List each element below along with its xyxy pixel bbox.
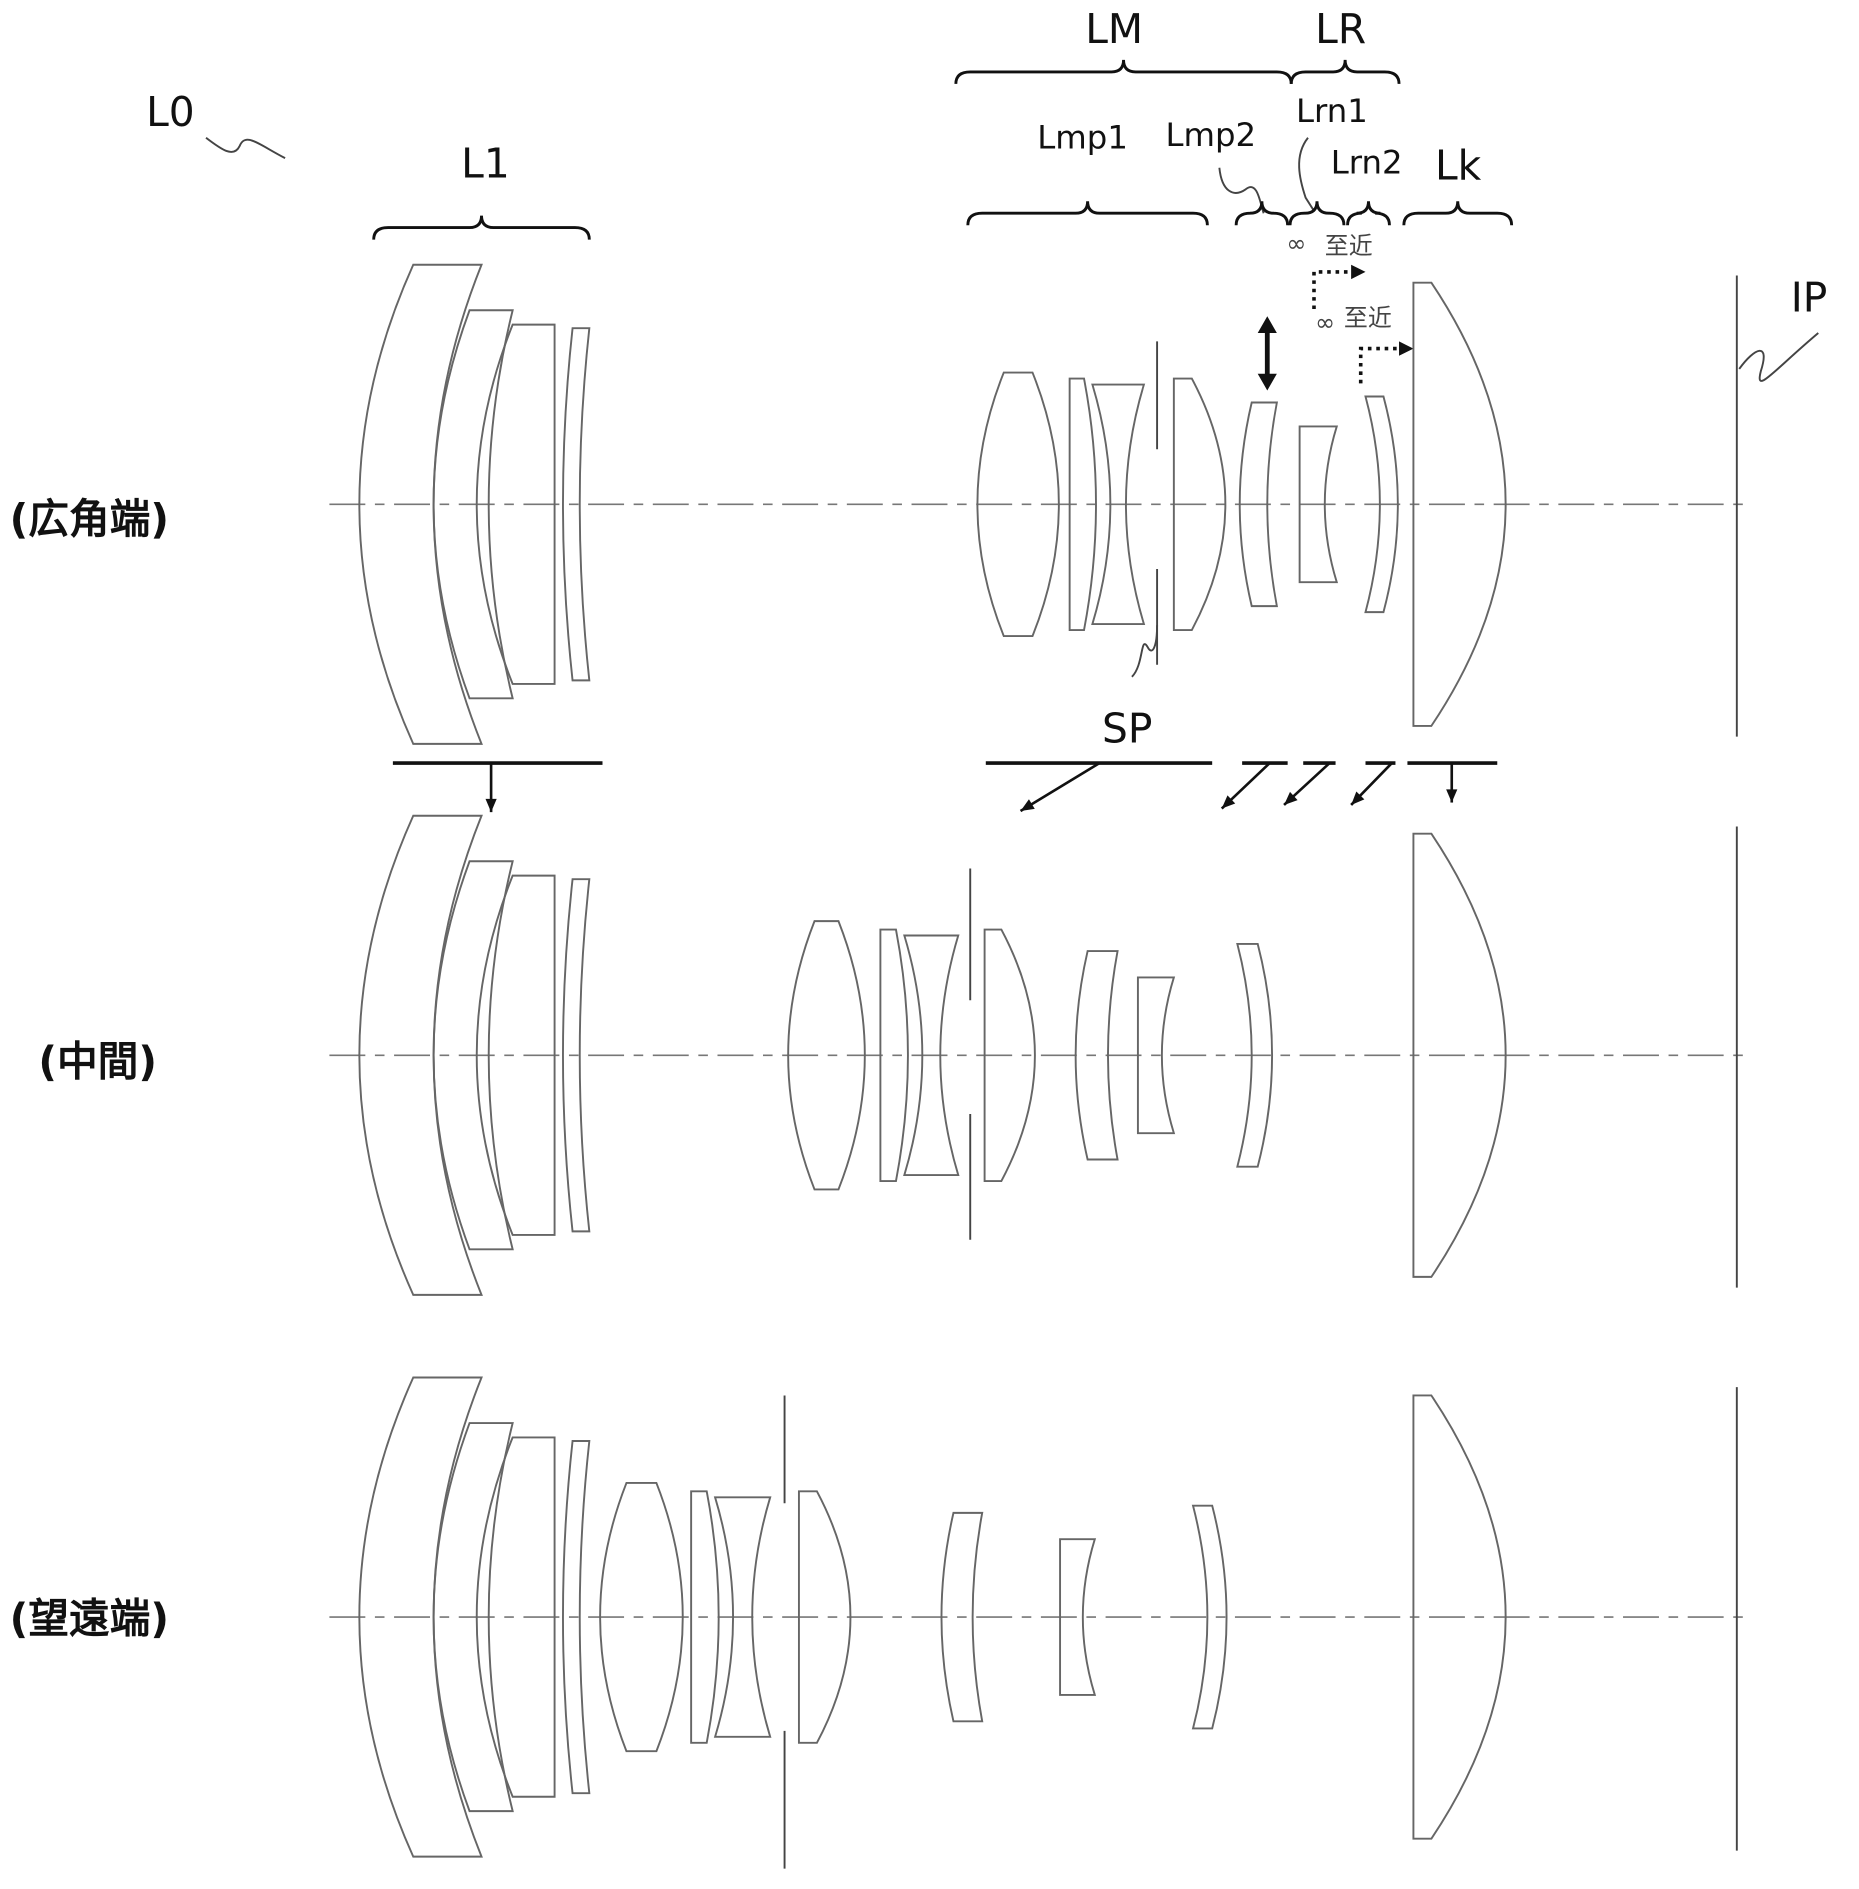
svg-text:至近: 至近	[1325, 232, 1373, 260]
focus-path-1	[1312, 270, 1354, 310]
group-label-lk: Lk	[1435, 142, 1482, 190]
focus-label-2: ∞ 至近	[1315, 304, 1392, 337]
lmp2-leader	[1218, 167, 1265, 214]
group-label-lr: LR	[1315, 5, 1366, 53]
ip-leader	[1738, 332, 1819, 382]
lrn1-leader	[1298, 137, 1315, 212]
stop-label: SP	[1102, 705, 1152, 753]
row-label-wide: (広角端)	[10, 495, 169, 543]
lens-lm-6	[1059, 1538, 1097, 1696]
lens-lm-6	[1136, 976, 1176, 1135]
group-label-lm: LM	[1085, 5, 1143, 53]
brace-lmp2	[1234, 201, 1290, 226]
lens-lm-1	[599, 1481, 684, 1753]
svg-text:∞: ∞	[1315, 309, 1335, 337]
lens-lk	[1412, 832, 1507, 1278]
lens-lm-3	[713, 1496, 772, 1738]
arrowhead-icon	[1221, 795, 1236, 809]
lens-lm-5	[1074, 950, 1119, 1161]
lens-lm-4	[797, 1490, 852, 1744]
brace-l1	[372, 215, 591, 240]
focus-label-1: ∞ 至近	[1286, 230, 1372, 260]
stop-leader	[1131, 625, 1159, 678]
double-arrow-icon	[1257, 316, 1277, 391]
lens-l1-4	[562, 878, 591, 1233]
lens-l1-3	[475, 874, 556, 1236]
lens-lm-2	[879, 928, 909, 1183]
brace-lk	[1402, 201, 1514, 226]
arrowhead-icon	[1351, 791, 1365, 805]
lens-lm-6	[1298, 425, 1339, 584]
lens-lm-1	[976, 371, 1060, 638]
lens-lm-5	[940, 1511, 984, 1723]
group-label-lrn2: Lrn2	[1331, 144, 1403, 182]
arrowhead-icon	[485, 798, 497, 813]
lens-l1-1	[358, 263, 483, 745]
lens-lm-1	[787, 920, 866, 1191]
brace-lr	[1289, 59, 1401, 84]
image-plane-label: IP	[1791, 273, 1828, 321]
arrowhead-icon	[1284, 791, 1298, 805]
brace-lmp1	[966, 201, 1209, 226]
lens-l1-4	[562, 327, 591, 682]
svg-text:∞: ∞	[1286, 230, 1306, 258]
lens-l1-2	[432, 309, 514, 700]
lens-lm-2	[690, 1490, 720, 1744]
system-label: L0	[146, 88, 195, 136]
lens-l1-4	[562, 1440, 591, 1795]
lens-l1-1	[358, 1376, 483, 1858]
row-label-middle: (中間)	[38, 1038, 157, 1086]
focus-arrow-1-icon	[1351, 264, 1366, 280]
lens-lm-7	[1364, 395, 1399, 614]
group-label-lmp1: Lmp1	[1037, 119, 1128, 157]
group-label-l1: L1	[461, 139, 510, 187]
lens-l1-2	[432, 1422, 514, 1813]
lens-lm-7	[1191, 1504, 1228, 1730]
lens-lk	[1412, 281, 1507, 727]
row-label-tele: (望遠端)	[10, 1595, 169, 1643]
brace-lrn2	[1346, 201, 1391, 226]
lens-lm-4	[983, 928, 1036, 1183]
focus-path-2	[1358, 346, 1402, 384]
lens-lm-3	[903, 934, 960, 1177]
lens-lm-2	[1068, 377, 1097, 632]
lens-lm-4	[1172, 377, 1227, 632]
lens-lm-5	[1238, 401, 1279, 608]
brace-lrn1	[1288, 201, 1346, 226]
lens-lm-3	[1091, 383, 1146, 626]
brace-lm	[954, 59, 1293, 84]
focus-arrow-2-icon	[1399, 341, 1414, 356]
group-label-lrn1: Lrn1	[1296, 92, 1368, 130]
lens-l1-2	[432, 860, 514, 1251]
arrowhead-icon	[1020, 799, 1035, 811]
lens-l1-3	[475, 323, 556, 685]
lens-l1-3	[475, 1436, 556, 1798]
lens-l1-1	[358, 814, 483, 1296]
movement-arrow-icon	[1019, 761, 1101, 813]
lens-lm-7	[1236, 942, 1274, 1168]
lens-lk	[1412, 1394, 1507, 1840]
group-label-lmp2: Lmp2	[1165, 116, 1256, 154]
svg-text:至近: 至近	[1344, 304, 1392, 332]
arrowhead-icon	[1446, 789, 1458, 803]
system-leader	[205, 137, 286, 159]
